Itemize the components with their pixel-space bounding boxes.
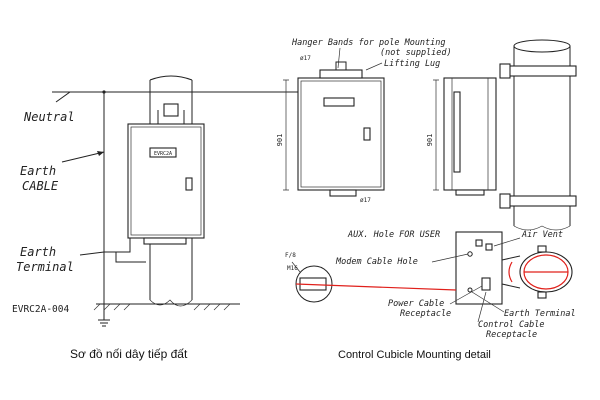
front-base — [329, 189, 357, 197]
band-upper — [507, 65, 577, 77]
label-model: EVRC2A-004 — [12, 304, 69, 315]
cubicle-left — [127, 123, 205, 239]
bottom-leaders-lower — [449, 285, 505, 323]
label-modem-cable-hole: Modem Cable Hole — [335, 257, 418, 267]
left-diagram: EVRC2A Neutral Earth CABLE Earth Termina… — [12, 75, 300, 361]
junction-dot — [102, 90, 106, 94]
top-leaders — [337, 47, 383, 71]
band-lower-bolt — [499, 193, 511, 209]
label-earth-cable-1: Earth — [20, 164, 56, 178]
side-view-lines — [451, 78, 489, 190]
label-not-supplied: (not supplied) — [380, 48, 452, 58]
ground-symbol — [98, 319, 110, 327]
earth-terminal-arrow — [79, 251, 105, 256]
power-cable-receptacle — [481, 277, 491, 291]
label-power-cable-1: Power Cable — [388, 299, 444, 309]
right-diagram: Hanger Bands for pole Mounting (not supp… — [276, 38, 577, 361]
dim-bottom: ø17 — [360, 197, 371, 204]
front-nameplate — [323, 97, 355, 107]
pole-right-top — [513, 39, 571, 53]
pole-left-top — [149, 75, 193, 81]
label-lifting-lug: Lifting Lug — [384, 59, 440, 69]
label-detail-m: M16 — [287, 265, 298, 272]
earth-cable-arrowhead — [97, 151, 104, 156]
caption-right: Control Cubicle Mounting detail — [338, 349, 491, 361]
nameplate-left — [149, 147, 177, 158]
band-upper-bolt — [499, 63, 511, 79]
bottom-leaders-top — [431, 237, 521, 263]
clamp-bolt-top — [537, 245, 547, 253]
band-lower — [507, 195, 577, 207]
label-earth-terminal-1: Earth — [20, 245, 56, 259]
label-hanger-bands: Hanger Bands for pole Mounting — [291, 38, 446, 48]
door-handle-left — [185, 177, 193, 191]
label-power-cable-2: Receptacle — [400, 309, 451, 319]
pole-left-break — [149, 299, 193, 307]
label-neutral: Neutral — [23, 110, 75, 124]
lifting-lug-left — [163, 103, 179, 117]
label-earth-terminal-2: Terminal — [16, 260, 74, 274]
earth-cable-arrow — [61, 151, 105, 163]
caption-left: Sơ đồ nối dây tiếp đất — [70, 347, 188, 361]
label-control-cable-2: Receptacle — [486, 330, 537, 340]
side-hinge — [453, 91, 461, 173]
label-control-cable-1: Control Cable — [478, 320, 545, 330]
side-dim-line — [433, 79, 439, 191]
detail-red-leader — [295, 283, 457, 291]
earth-terminal-link — [104, 238, 131, 253]
front-view — [297, 77, 385, 191]
nameplate-text: EVRC2A — [154, 151, 172, 157]
front-handle — [363, 127, 371, 141]
clamp-red-arc — [508, 261, 513, 283]
air-vent-hole — [485, 243, 493, 251]
detail-leader — [291, 261, 301, 273]
dim-top: ø17 — [300, 55, 311, 62]
ground-hatch — [93, 303, 231, 311]
side-view — [443, 77, 497, 191]
label-earth-cable-2: CABLE — [22, 179, 59, 193]
label-aux-hole: AUX. Hole FOR USER — [347, 230, 440, 240]
pole-right-break — [513, 225, 571, 231]
label-air-vent: Air Vent — [521, 230, 563, 240]
label-earth-terminal-r: Earth Terminal — [504, 309, 576, 319]
label-detail-f: F/8 — [285, 252, 296, 259]
side-base — [455, 189, 485, 196]
cubicle-left-door — [130, 126, 202, 236]
neutral-line — [55, 91, 300, 103]
dim-front: 901 — [276, 134, 284, 147]
front-lifting-lug — [335, 61, 347, 70]
front-view-inner — [300, 80, 382, 188]
clamp-arms — [501, 255, 521, 289]
cubicle-left-base — [143, 237, 187, 245]
front-top-bracket — [319, 69, 363, 79]
front-dim-line — [283, 79, 289, 191]
earth-terminal-link2 — [115, 252, 146, 263]
dim-side: 901 — [426, 134, 434, 147]
clamp-bolt-bottom — [537, 291, 547, 299]
earth-terminal-hole — [467, 287, 473, 293]
aux-hole — [475, 239, 483, 247]
